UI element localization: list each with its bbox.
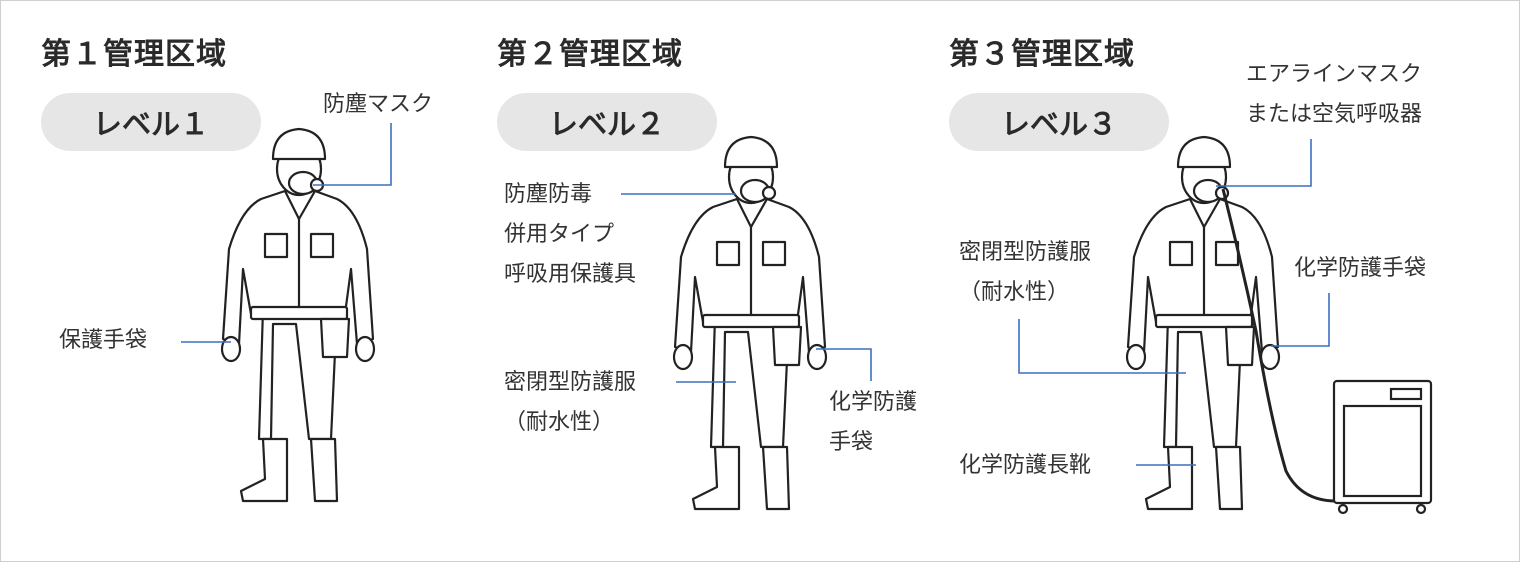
label-chemical-gloves: 化学防護 手袋 bbox=[829, 390, 918, 455]
label-sealed-suit: 密閉型防護服 （耐水性） bbox=[959, 240, 1092, 305]
zone-title: 第２管理区域 bbox=[497, 37, 683, 72]
zone-title: 第３管理区域 bbox=[949, 37, 1135, 72]
label-chemical-boots: 化学防護長靴 bbox=[959, 453, 1092, 478]
leader-lines bbox=[181, 123, 1330, 466]
label-sealed-suit: 密閉型防護服 （耐水性） bbox=[504, 370, 637, 435]
label-airline-mask: エアラインマスク または空気呼吸器 bbox=[1246, 62, 1423, 127]
label-chemical-gloves: 化学防護手袋 bbox=[1294, 256, 1427, 281]
zone-title: 第１管理区域 bbox=[41, 37, 227, 72]
level-badge: レベル３ bbox=[949, 93, 1169, 151]
level-badge: レベル１ bbox=[41, 93, 261, 151]
label-respirator: 防塵防毒 併用タイプ 呼吸用保護具 bbox=[504, 182, 637, 287]
label-dust-mask: 防塵マスク bbox=[323, 92, 434, 117]
panel-level-1: 第１管理区域 レベル１ 防塵マスク 保護手袋 bbox=[1, 1, 501, 561]
airline-hose bbox=[1221, 188, 1337, 503]
label-protective-gloves: 保護手袋 bbox=[59, 328, 148, 353]
level-badge: レベル２ bbox=[497, 93, 717, 151]
air-supply-unit bbox=[1332, 379, 1433, 515]
